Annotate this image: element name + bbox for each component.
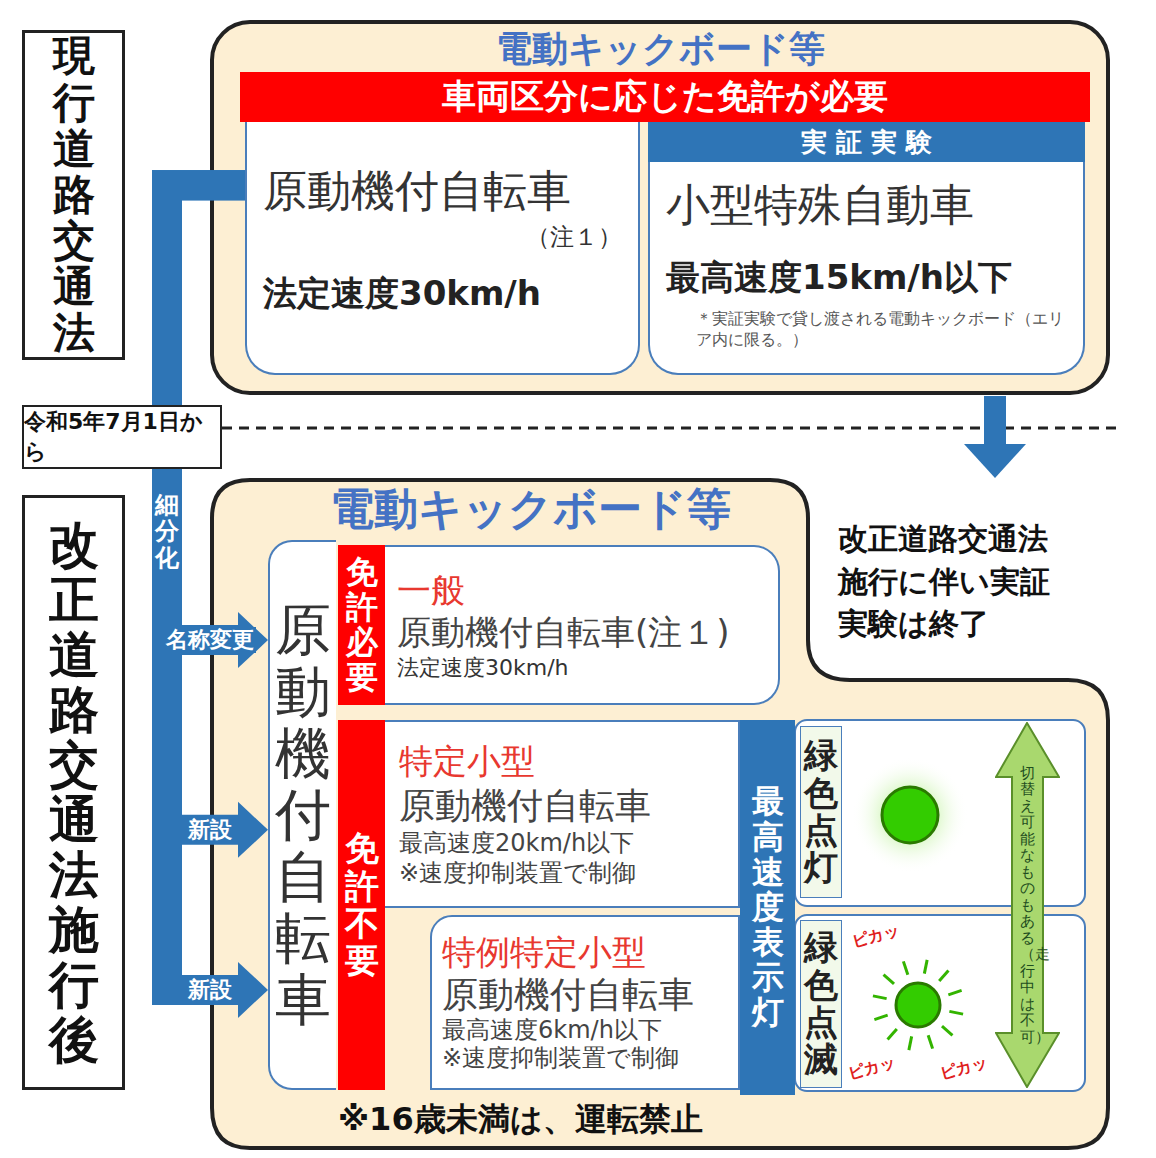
node-heading: 令和5年7月1日から (24, 407, 220, 467)
label-holder: ピカッ (940, 1058, 988, 1079)
node-heading: 車両区分に応じた免許が必要 (442, 74, 888, 120)
law-label-box: 現行道路交通法 (22, 30, 125, 360)
lamp-flashing (896, 983, 940, 1027)
down-arrow-head (964, 444, 1026, 478)
edge-label: 新設 (186, 977, 234, 1003)
node-heading: 電動キックボード等 (320, 482, 740, 536)
edge-label-holder: 名称変更 (164, 627, 256, 653)
node-text: 最高速度6km/h以下 (442, 1016, 728, 1045)
node-heading: 原動機付自転車 (275, 599, 331, 1030)
note-text: 改正道路交通法施行に伴い実証実験は終了 (838, 518, 1060, 646)
node-heading: 切替え可能なものもある（走行中は不可） (1020, 765, 1035, 1046)
node-heading: 一般 (397, 569, 766, 612)
node-heading: 特例特定小型 (442, 932, 728, 973)
lamp-state-box: 緑色点滅 (800, 920, 842, 1088)
trunk-label: 細分化 (155, 492, 179, 571)
current-panel: 電動キックボード等車両区分に応じた免許が必要原動機付自転車（注１） 法定速度30k… (210, 20, 1110, 395)
node-heading: 実 証 実 験 (801, 125, 932, 160)
flash-ray (903, 961, 907, 974)
label-holder: ピカッ (848, 1058, 896, 1079)
speed-lamp-band: 最高速度表示灯 (740, 720, 795, 1095)
switch-double-arrow: 切替え可能なものもある（走行中は不可） (995, 722, 1060, 1088)
node-heading: 免許不要 (345, 830, 379, 980)
specified-small-box: 特定小型原動機付自転車最高速度20km/h以下※速度抑制装置で制御 (385, 720, 740, 908)
node-heading: 最高速度表示灯 (752, 784, 784, 1030)
lamp-state-box: 緑色点灯 (800, 726, 842, 898)
node-text: （注１） (526, 221, 622, 253)
edge-label: 名称変更 (164, 627, 256, 653)
special-specified-box: 特例特定小型原動機付自転車最高速度6km/h以下※速度抑制装置で制御 (430, 915, 740, 1090)
license-band: 車両区分に応じた免許が必要 (240, 72, 1090, 122)
node-text: ※速度抑制装置で制御 (442, 1044, 728, 1073)
node-text: 原動機付自転車(注１) (397, 611, 766, 654)
node-text: ※速度抑制装置で制御 (399, 858, 724, 888)
date-box: 令和5年7月1日から (22, 405, 222, 469)
node-heading: 小型特殊自動車 (666, 176, 1067, 235)
node-heading: 原動機付自転車 (263, 162, 622, 221)
law-label-box: 改正道路交通法施行後 (22, 495, 125, 1090)
trial-header: 実 証 実 験 (648, 122, 1085, 162)
moped-group-box: 原動機付自転車 (268, 540, 336, 1090)
flash-ray (909, 1036, 912, 1050)
flash-ray (949, 1011, 963, 1014)
lamp-steady (882, 787, 938, 843)
node-heading: 電動キックボード等 (214, 26, 1106, 72)
flash-ray (948, 990, 961, 994)
node-text: 原動機付自転車 (399, 783, 724, 828)
label-holder: 細分化 (155, 492, 179, 571)
node-heading: 改正道路交通法施行後 (49, 518, 99, 1068)
node-heading: 特定小型 (399, 740, 724, 783)
node-text: 最高速度15km/h以下 (666, 255, 1067, 301)
label-holder: ピカッ (852, 926, 900, 947)
node-heading: 現行道路交通法 (53, 33, 95, 356)
node-heading: 緑色点灯 (804, 737, 838, 887)
label-holder: 改正道路交通法施行に伴い実証実験は終了 (838, 518, 1060, 646)
date-divider (222, 427, 1118, 430)
label-holder: ※16歳未満は、運転禁止 (338, 1098, 703, 1142)
edge-label-holder: 新設 (186, 977, 234, 1003)
node-heading: 緑色点滅 (804, 929, 838, 1079)
edge-label: 新設 (186, 817, 234, 843)
flash-ray (924, 960, 927, 974)
flash-ray (888, 1029, 897, 1039)
node-heading: 免許必要 (346, 555, 378, 696)
lamp-glow (852, 757, 968, 873)
age-note: ※16歳未満は、運転禁止 (338, 1098, 703, 1142)
node-text: 法定速度30km/h (263, 271, 622, 317)
general-box: 一般原動機付自転車(注１)法定速度30km/h (385, 545, 780, 705)
flash-ray (939, 971, 948, 981)
small-special-box: 小型特殊自動車最高速度15km/h以下 ＊実証実験で貸し渡される電動キックボード（… (648, 162, 1085, 375)
flash-ray (874, 1015, 887, 1019)
node-text: 原動機付自転車 (442, 973, 728, 1016)
node-text: 最高速度20km/h以下 (399, 828, 724, 858)
moped-box: 原動機付自転車（注１） 法定速度30km/h (245, 122, 640, 375)
down-arrow-shaft (984, 396, 1006, 444)
flash-ray (873, 996, 887, 999)
flash-ray (884, 975, 894, 984)
edge-label-holder: 新設 (186, 817, 234, 843)
node-text: ＊実証実験で貸し渡される電動キックボード（エリア内に限る。） (666, 309, 1067, 351)
flash-ray (928, 1035, 932, 1048)
license-free-band: 免許不要 (338, 720, 385, 1090)
panel-shape (212, 480, 1108, 1148)
license-required-band: 免許必要 (338, 545, 385, 705)
flash-ray (942, 1026, 952, 1035)
node-text: 法定速度30km/h (397, 654, 766, 682)
